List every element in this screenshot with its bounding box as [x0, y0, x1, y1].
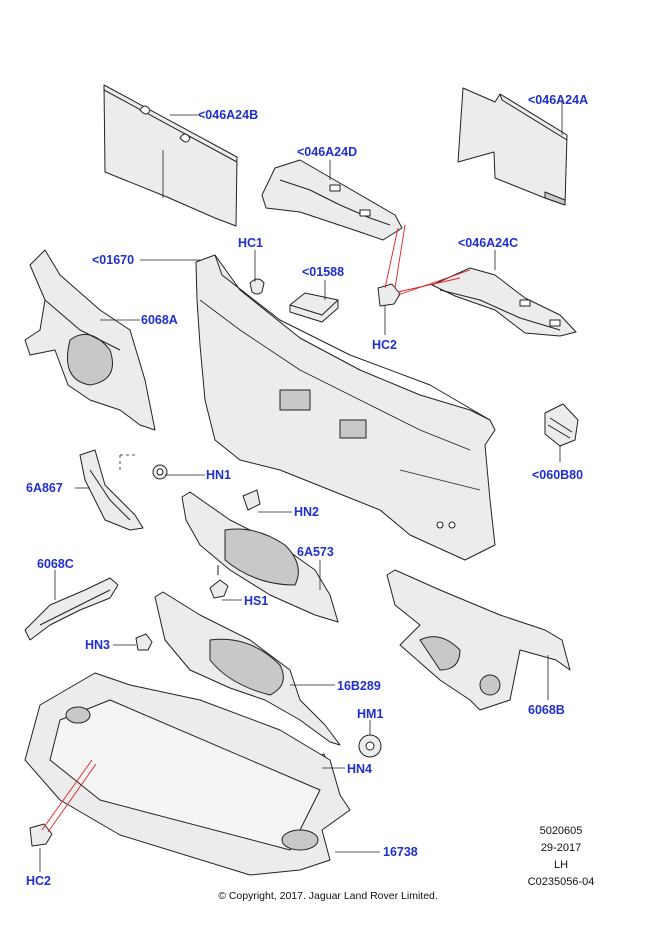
part-6068A — [24, 249, 156, 431]
callout-046A24D: <046A24D — [297, 145, 358, 159]
callout-HC2-bottom: HC2 — [26, 874, 52, 888]
leader-lines — [39, 100, 563, 872]
part-HS1 — [209, 565, 229, 599]
part-HC2-bottom — [29, 823, 53, 847]
callout-HN1: HN1 — [206, 468, 232, 482]
callout-HC2-top: HC2 — [372, 338, 398, 352]
callout-046A24C: <046A24C — [458, 236, 519, 250]
part-6A573 — [181, 491, 339, 623]
callout-HS1: HS1 — [244, 594, 269, 608]
part-6068B — [386, 569, 571, 711]
ref-number: 5020605 — [539, 825, 583, 837]
callout-6068C: 6068C — [37, 557, 74, 571]
callout-16738: 16738 — [383, 845, 418, 859]
part-16738 — [24, 672, 351, 876]
callout-060B80: <060B80 — [532, 468, 584, 482]
part-6068C — [24, 577, 119, 641]
callout-046A24A: <046A24A — [528, 93, 589, 107]
part-046A24A — [457, 87, 568, 206]
callout-HN2: HN2 — [294, 505, 320, 519]
part-01588 — [289, 292, 339, 323]
callout-HN3: HN3 — [85, 638, 111, 652]
callout-HC1: HC1 — [238, 236, 264, 250]
part-HC1 — [249, 278, 265, 295]
part-060B80 — [544, 403, 579, 447]
copyright-notice: © Copyright, 2017. Jaguar Land Rover Lim… — [218, 890, 438, 902]
part-046A24C — [431, 267, 577, 337]
callout-6068B: 6068B — [528, 703, 565, 717]
callout-6A573: 6A573 — [297, 545, 334, 559]
part-046A24B — [103, 84, 238, 227]
part-HN2 — [242, 489, 261, 511]
part-HM1 — [358, 734, 382, 758]
part-HN1 — [152, 464, 168, 480]
part-6A867 — [79, 449, 144, 531]
callout-6A867: 6A867 — [26, 481, 63, 495]
part-046A24D — [261, 159, 403, 241]
drawing-id: C0235056-04 — [527, 876, 595, 888]
callout-16B289: 16B289 — [337, 679, 381, 693]
callout-6068A: 6068A — [141, 313, 178, 327]
side-indicator: LH — [553, 859, 569, 871]
callout-HN4: HN4 — [347, 762, 373, 776]
date-code: 29-2017 — [540, 842, 582, 854]
part-16B289 — [154, 591, 341, 746]
callout-01670: <01670 — [92, 253, 135, 267]
red-leader-lines — [41, 224, 471, 833]
callout-01588: <01588 — [302, 265, 345, 279]
part-HN3 — [135, 633, 153, 651]
callout-HM1: HM1 — [357, 707, 384, 721]
callout-046A24B: <046A24B — [198, 108, 259, 122]
part-01670 — [195, 254, 496, 561]
part-HC2-top — [377, 283, 401, 307]
